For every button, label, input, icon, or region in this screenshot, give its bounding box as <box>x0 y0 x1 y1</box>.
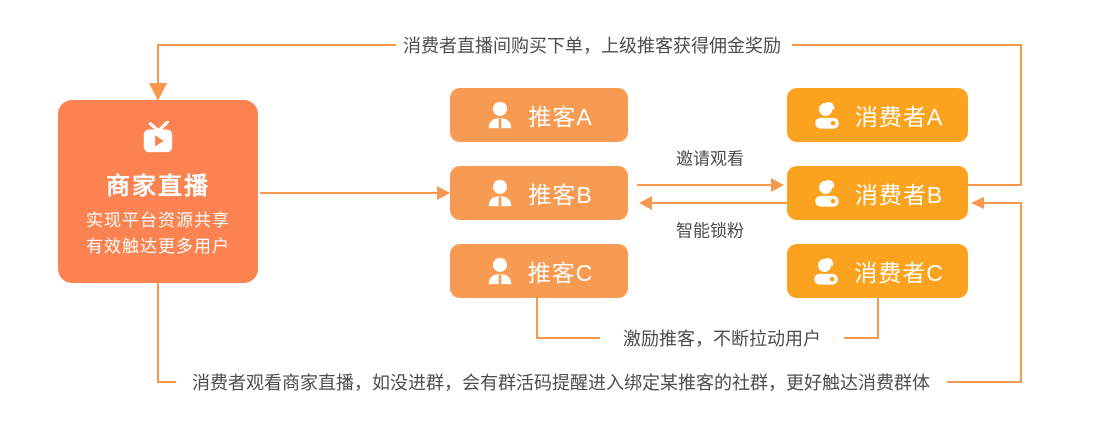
node-label: 消费者A <box>854 104 944 130</box>
arrowhead-into-consumer-b <box>971 197 984 209</box>
node-promoter-a: 推客A <box>450 88 628 142</box>
arrowhead-lock-left <box>639 196 652 210</box>
flow-commission-line-left <box>157 44 396 85</box>
node-promoter-c: 推客C <box>450 244 628 298</box>
flow-incentive-line-right <box>844 298 879 339</box>
consumer-user-icon <box>814 258 838 285</box>
node-consumer-c: 消费者C <box>787 244 968 298</box>
live-tv-icon <box>143 121 173 153</box>
flow-incentive-line-left <box>536 298 600 339</box>
merchant-live-box: 商家直播 实现平台资源共享 有效触达更多用户 <box>58 100 258 283</box>
node-label: 推客A <box>528 104 593 130</box>
merchant-live-subtitle: 实现平台资源共享 有效触达更多用户 <box>86 208 230 261</box>
subtitle-line-2: 有效触达更多用户 <box>86 237 230 257</box>
arrowhead-down-into-merchant <box>149 83 167 101</box>
node-label: 消费者B <box>854 182 944 208</box>
consumer-user-icon <box>815 180 839 207</box>
invite-watch-label: 邀请观看 <box>676 149 744 169</box>
incentive-note: 激励推客，不断拉动用户 <box>623 329 821 349</box>
node-label: 消费者C <box>854 260 944 286</box>
node-consumer-b: 消费者B <box>787 166 968 220</box>
consumer-user-icon <box>815 102 839 129</box>
node-promoter-b: 推客B <box>450 166 628 220</box>
subtitle-line-1: 实现平台资源共享 <box>86 211 230 230</box>
promoter-user-icon <box>489 179 512 207</box>
commission-note: 消费者直播间购买下单，上级推客获得佣金奖励 <box>403 36 781 56</box>
merchant-live-title: 商家直播 <box>106 173 210 200</box>
node-label: 推客C <box>527 260 594 286</box>
smart-lock-fans-label: 智能锁粉 <box>676 221 744 241</box>
arrowhead-invite-right <box>771 178 784 192</box>
node-label: 推客B <box>528 182 593 208</box>
promoter-user-icon <box>488 257 511 285</box>
group-code-note: 消费者观看商家直播，如没进群，会有群活码提醒进入绑定某推客的社群，更好触达消费群… <box>192 373 930 393</box>
promoter-user-icon <box>489 101 512 129</box>
arrowhead-into-promoter-b <box>437 186 450 200</box>
flow-groupcode-line-left <box>157 283 176 383</box>
node-consumer-a: 消费者A <box>787 88 968 142</box>
